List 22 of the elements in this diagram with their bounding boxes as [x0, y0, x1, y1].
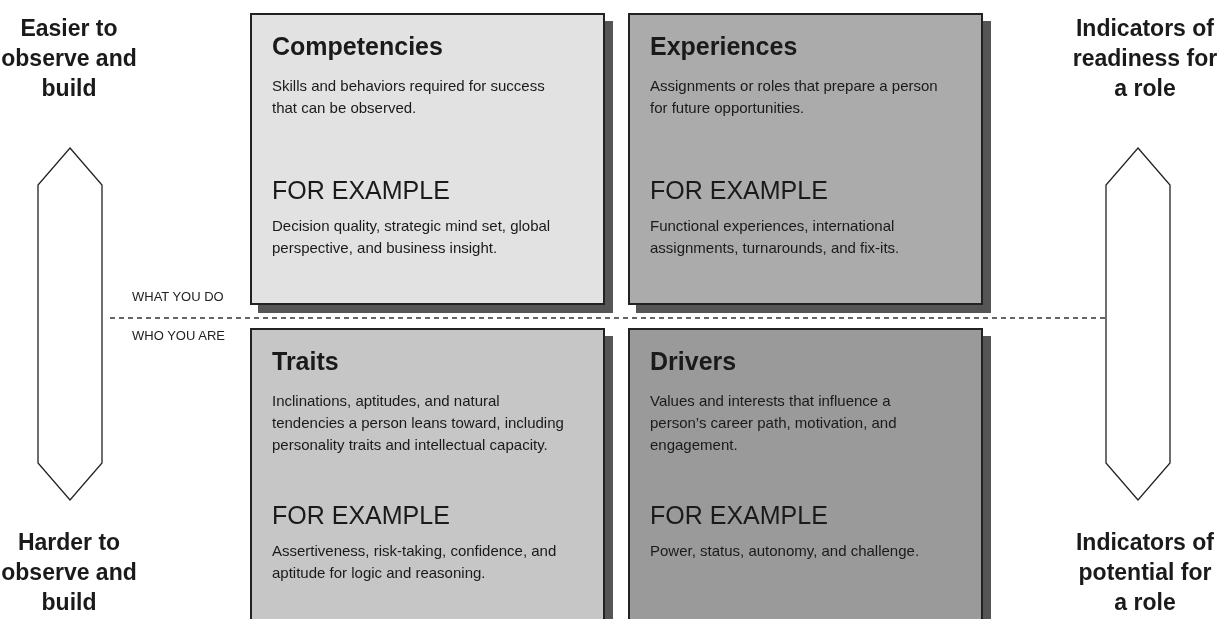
example-text: Functional experiences, international assignments, turnarounds, and fix-its. — [650, 216, 901, 258]
box-description: Assignments or roles that prepare a person for future opportunities. — [650, 76, 939, 118]
example-heading: FOR EXAMPLE — [650, 175, 828, 205]
example-text: Decision quality, strategic mind set, global perspective, and business insight. — [272, 216, 552, 258]
box-description: Inclinations, aptitudes, and natural tendencies a person leans toward, including personality traits and intellectual capacity. — [272, 391, 565, 455]
box-description: Skills and behaviors required for success that can be observed. — [272, 76, 546, 118]
example-heading: FOR EXAMPLE — [272, 500, 450, 530]
example-text: Assertiveness, risk-taking, confidence, and aptitude for logic and reasoning. — [272, 541, 558, 583]
box-heading: Competencies — [272, 31, 444, 61]
box-heading: Experiences — [650, 31, 799, 61]
section-label: WHO YOU ARE — [132, 328, 226, 343]
example-heading: FOR EXAMPLE — [272, 175, 450, 205]
box-heading: Traits — [272, 346, 340, 376]
axis-label: Indicators of readiness for a role — [1071, 14, 1219, 103]
axis-label: Harder to observe and build — [0, 528, 138, 617]
box-heading: Drivers — [650, 346, 738, 376]
section-label: WHAT YOU DO — [132, 289, 225, 304]
example-heading: FOR EXAMPLE — [650, 500, 828, 530]
axis-label: Indicators of potential for a role — [1075, 528, 1215, 617]
box-description: Values and interests that influence a person’s career path, motivation, and engagement. — [650, 391, 898, 455]
axis-label: Easier to observe and build — [0, 14, 138, 103]
example-text: Power, status, autonomy, and challenge. — [650, 541, 921, 561]
